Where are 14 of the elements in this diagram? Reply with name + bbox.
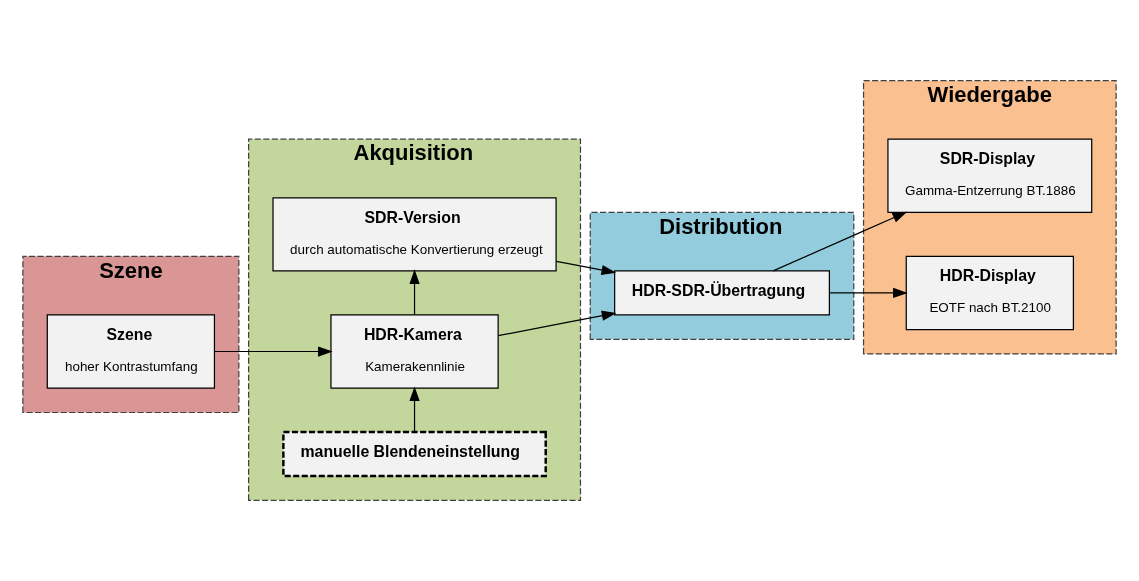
arrow xyxy=(409,269,420,316)
node-box: HDR-SDR-Übertragung xyxy=(614,270,830,316)
node-box: HDR-Display EOTF nach BT.2100 xyxy=(905,255,1074,331)
node-box: SDR-Display Gamma-Entzerrung BT.1886 xyxy=(887,138,1093,213)
arrow xyxy=(772,211,908,272)
node-box: manuelle Blendeneinstellung xyxy=(282,430,547,478)
node-box: HDR-Kamera Kamerakennlinie xyxy=(330,314,499,389)
arrow xyxy=(409,386,420,433)
arrow xyxy=(829,287,908,299)
arrow xyxy=(555,260,617,276)
arrow xyxy=(213,346,333,357)
arrow xyxy=(497,310,617,337)
node-box: SDR-Version durch automatische Konvertierung erzeugt xyxy=(272,197,557,272)
node-box: Szene hoher Kontrastumfang xyxy=(46,314,216,389)
